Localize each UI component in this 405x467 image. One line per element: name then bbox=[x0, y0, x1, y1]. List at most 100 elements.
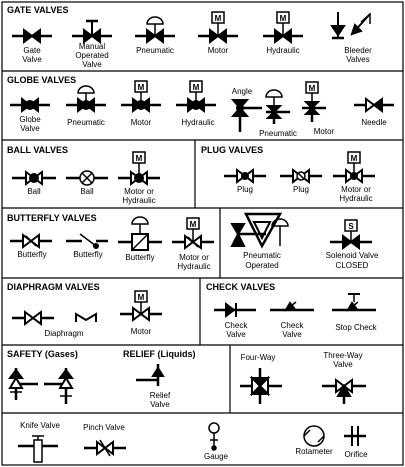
plug-valves-title: PLUG VALVES bbox=[201, 145, 263, 155]
plug-label-1: Plug bbox=[237, 185, 253, 194]
bleeder-valves-symbol bbox=[330, 12, 371, 40]
check-label-2b: Valve bbox=[282, 330, 302, 339]
plug-motor-label-2: Hydraulic bbox=[339, 194, 372, 203]
three-way-title-1: Three-Way bbox=[323, 351, 362, 360]
motor-gate-valve-symbol bbox=[198, 11, 238, 44]
diaphragm-motor-mark: M bbox=[138, 293, 145, 302]
pneumatic-operated-label-1: Pneumatic bbox=[243, 251, 281, 260]
three-way-title-2: Valve bbox=[333, 360, 353, 369]
knife-valve-symbol bbox=[18, 435, 58, 463]
motor-angle-valve-symbol bbox=[302, 81, 326, 122]
solenoid-label-2: CLOSED bbox=[336, 261, 369, 270]
pneumatic-angle-valve-symbol bbox=[265, 89, 290, 124]
needle-valve-symbol bbox=[354, 97, 394, 113]
bleeder-label-1: Bleeder bbox=[344, 46, 372, 55]
safety-title: SAFETY (Gases) bbox=[7, 349, 78, 359]
gate-hydraulic-mark: M bbox=[280, 14, 287, 23]
globe-hydraulic-label: Hydraulic bbox=[181, 118, 214, 127]
butterfly-motor-label-1: Motor or bbox=[179, 253, 209, 262]
stop-check-label: Stop Check bbox=[335, 323, 377, 332]
ball-motor-label-1: Motor or bbox=[124, 187, 154, 196]
relief-label-2: Valve bbox=[150, 400, 170, 409]
relief-label-1: Relief bbox=[150, 391, 171, 400]
angle-pneumatic-label: Pneumatic bbox=[259, 129, 297, 138]
globe-label-2: Valve bbox=[20, 124, 40, 133]
gate-valves-title: GATE VALVES bbox=[7, 5, 69, 15]
check-label-1b: Valve bbox=[226, 330, 246, 339]
pneumatic-operated-label-2: Operated bbox=[245, 261, 278, 270]
globe-motor-mark: M bbox=[138, 83, 145, 92]
pneumatic-butterfly-valve-symbol bbox=[118, 216, 162, 251]
gate-valve-symbol bbox=[12, 28, 52, 44]
gate-valve-label-2: Valve bbox=[22, 55, 42, 64]
plug-motor-mark: M bbox=[351, 154, 358, 163]
bleeder-label-2: Valves bbox=[346, 55, 369, 64]
gate-hydraulic-label: Hydraulic bbox=[266, 46, 299, 55]
pneumatic-gate-valve-symbol bbox=[135, 16, 175, 44]
relief-valve-symbol bbox=[136, 364, 165, 386]
three-way-valve-symbol bbox=[322, 378, 366, 404]
ball-label-1: Ball bbox=[27, 187, 41, 196]
globe-pneumatic-label: Pneumatic bbox=[67, 118, 105, 127]
relief-title: RELIEF (Liquids) bbox=[123, 349, 196, 359]
butterfly-label-1: Butterfly bbox=[17, 250, 46, 259]
check-valves-title: CHECK VALVES bbox=[206, 282, 275, 292]
check-valve-symbol-1 bbox=[214, 302, 256, 318]
butterfly-valve-symbol-1 bbox=[10, 233, 52, 249]
four-way-title: Four-Way bbox=[241, 353, 276, 362]
solenoid-valve-symbol bbox=[330, 219, 372, 250]
knife-valve-label: Knife Valve bbox=[20, 421, 60, 430]
pinch-valve-label: Pinch Valve bbox=[83, 423, 125, 432]
angle-motor-mark: M bbox=[309, 84, 316, 93]
butterfly-valve-symbol-2 bbox=[66, 233, 108, 249]
solenoid-mark: S bbox=[348, 222, 354, 231]
safety-valve-symbol-1 bbox=[8, 368, 38, 400]
butterfly-label-3: Butterfly bbox=[125, 253, 154, 262]
rotameter-symbol bbox=[303, 425, 325, 447]
pinch-valve-symbol bbox=[84, 439, 126, 457]
diaphragm-valves-title: DIAPHRAGM VALVES bbox=[7, 282, 100, 292]
solenoid-label-1: Solenoid Valve bbox=[326, 251, 379, 260]
manual-valve-label-3: Valve bbox=[82, 60, 102, 69]
butterfly-motor-label-2: Hydraulic bbox=[177, 262, 210, 271]
needle-label: Needle bbox=[361, 118, 387, 127]
angle-label: Angle bbox=[232, 87, 253, 96]
diaphragm-valve-symbol-2 bbox=[75, 312, 97, 322]
manual-gate-valve-symbol bbox=[72, 19, 112, 44]
gate-motor-mark: M bbox=[215, 14, 222, 23]
globe-valves-title: GLOBE VALVES bbox=[7, 75, 76, 85]
motor-diaphragm-valve-symbol bbox=[120, 290, 162, 322]
ball-motor-label-2: Hydraulic bbox=[122, 196, 155, 205]
pneumatic-globe-valve-symbol bbox=[66, 85, 106, 113]
angle-valve-symbol bbox=[230, 99, 262, 132]
butterfly-label-2: Butterfly bbox=[73, 250, 102, 259]
four-way-valve-symbol bbox=[240, 368, 282, 404]
motor-plug-valve-symbol bbox=[333, 151, 375, 184]
manual-valve-label-1: Manual bbox=[79, 42, 105, 51]
motor-globe-valve-symbol bbox=[121, 80, 161, 113]
gate-motor-label: Motor bbox=[208, 46, 229, 55]
safety-valve-symbol-2 bbox=[44, 368, 74, 404]
orifice-symbol bbox=[344, 426, 366, 446]
gauge-label: Gauge bbox=[204, 452, 229, 461]
ball-label-2: Ball bbox=[80, 187, 94, 196]
diaphragm-motor-label: Motor bbox=[131, 327, 152, 336]
plug-valve-symbol-1 bbox=[224, 168, 266, 184]
globe-hydraulic-mark: M bbox=[193, 83, 200, 92]
diaphragm-valve-symbol-1 bbox=[12, 310, 54, 326]
plug-valve-symbol-2 bbox=[280, 168, 322, 184]
globe-motor-label: Motor bbox=[131, 118, 152, 127]
gate-valve-label-1: Gate bbox=[23, 46, 41, 55]
globe-valve-symbol bbox=[10, 97, 50, 113]
butterfly-valves-title: BUTTERFLY VALVES bbox=[7, 213, 97, 223]
manual-valve-label-2: Operated bbox=[75, 51, 108, 60]
check-label-2a: Check bbox=[281, 321, 305, 330]
stop-check-valve-symbol bbox=[332, 293, 376, 312]
ball-valves-title: BALL VALVES bbox=[7, 145, 68, 155]
angle-motor-label: Motor bbox=[314, 127, 335, 136]
plug-motor-label-1: Motor or bbox=[341, 185, 371, 194]
ball-valve-symbol-2 bbox=[66, 170, 108, 186]
